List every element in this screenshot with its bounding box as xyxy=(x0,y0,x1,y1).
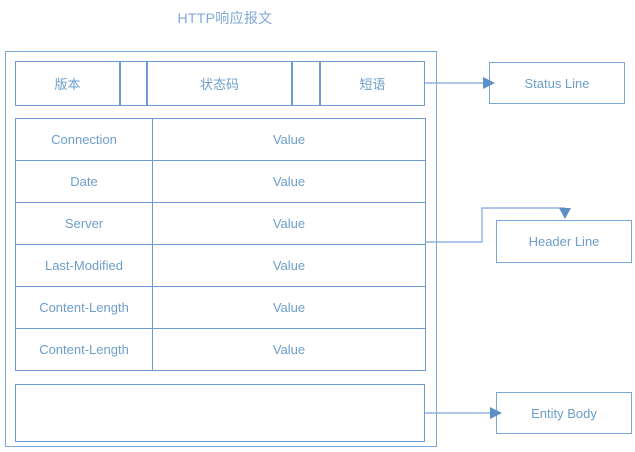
header-name-cell: Connection xyxy=(15,118,153,161)
header-name-cell: Date xyxy=(15,160,153,203)
status-line-row: 版本 状态码 短语 xyxy=(15,61,425,106)
status-line-cell-separator-2 xyxy=(292,61,320,106)
table-row: Last-Modified Value xyxy=(15,244,426,287)
table-row: Connection Value xyxy=(15,118,426,161)
entity-body-box xyxy=(15,384,425,442)
table-row: Content-Length Value xyxy=(15,286,426,329)
header-name-cell: Content-Length xyxy=(15,286,153,329)
callout-entity-body: Entity Body xyxy=(496,392,632,434)
header-value-cell: Value xyxy=(152,202,426,245)
header-value-cell: Value xyxy=(152,160,426,203)
header-value-cell: Value xyxy=(152,118,426,161)
status-line-cell-phrase: 短语 xyxy=(320,61,425,106)
header-value-cell: Value xyxy=(152,244,426,287)
status-line-cell-version: 版本 xyxy=(15,61,120,106)
table-row: Content-Length Value xyxy=(15,328,426,371)
header-value-cell: Value xyxy=(152,328,426,371)
header-name-cell: Content-Length xyxy=(15,328,153,371)
header-lines-table: Connection Value Date Value Server Value… xyxy=(15,118,426,371)
page-title: HTTP响应报文 xyxy=(177,10,273,26)
table-row: Date Value xyxy=(15,160,426,203)
header-name-cell: Server xyxy=(15,202,153,245)
table-row: Server Value xyxy=(15,202,426,245)
callout-header-line: Header Line xyxy=(496,220,632,263)
header-name-cell: Last-Modified xyxy=(15,244,153,287)
header-value-cell: Value xyxy=(152,286,426,329)
status-line-cell-status-code: 状态码 xyxy=(147,61,292,106)
callout-status-line: Status Line xyxy=(489,62,625,104)
status-line-cell-separator-1 xyxy=(120,61,147,106)
